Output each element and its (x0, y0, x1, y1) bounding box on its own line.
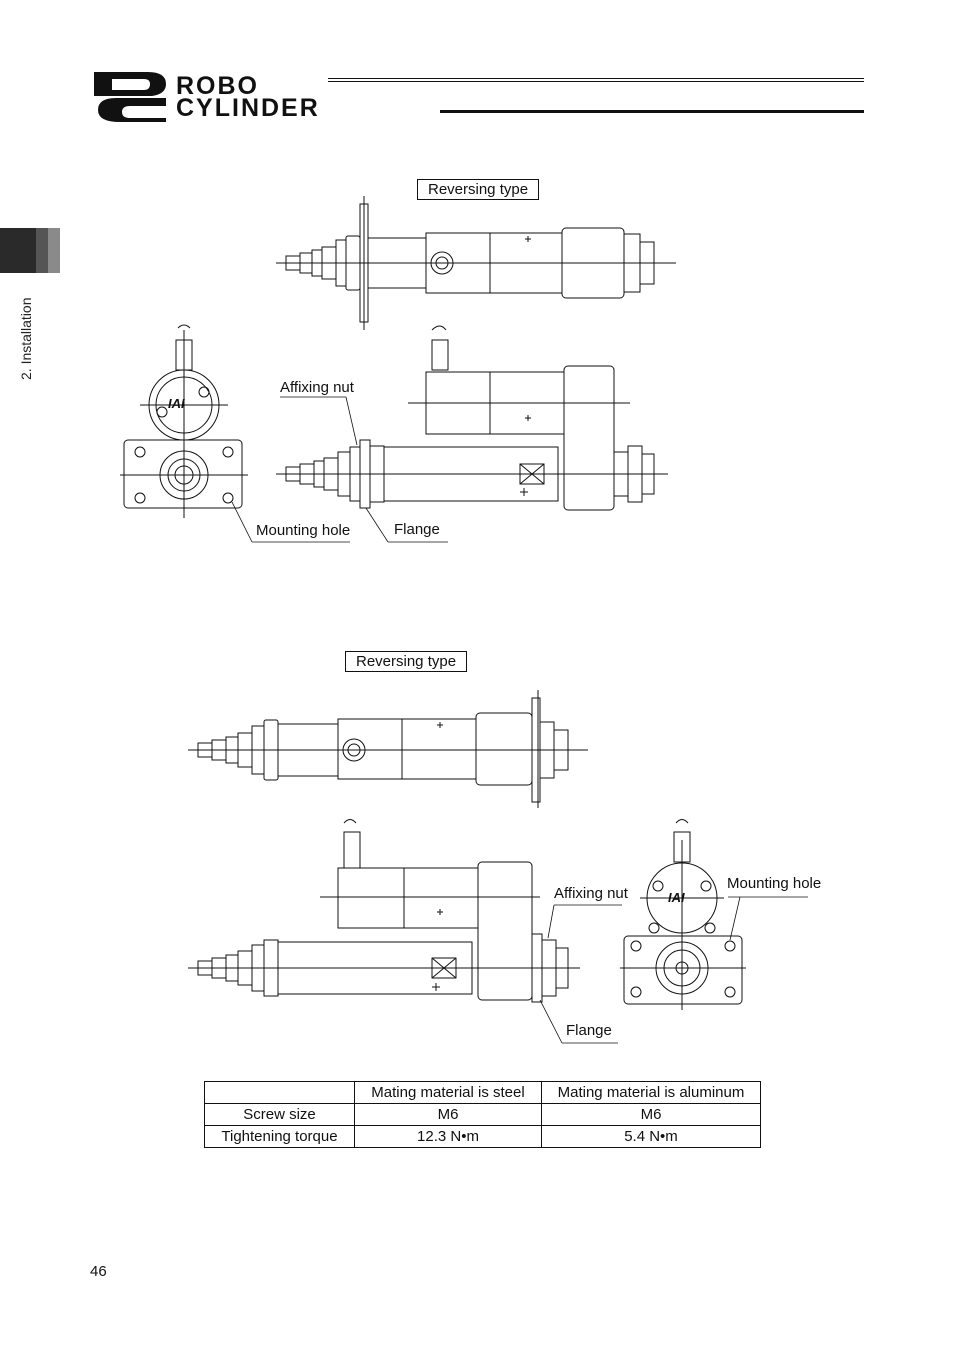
top-actuator-top-view (276, 196, 676, 330)
top-leader-lines (231, 396, 448, 543)
logo-text-cylinder: CYLINDER (176, 94, 320, 122)
table-header-cell (204, 1081, 355, 1104)
tightening-torque-table: Mating material is steel Mating material… (204, 1081, 761, 1148)
top-end-view (120, 324, 248, 518)
bottom-flange-label: Flange (566, 1022, 612, 1039)
bottom-reversing-type-label: Reversing type (345, 651, 468, 672)
bottom-mounting-hole-label: Mounting hole (727, 875, 822, 892)
logo-text-robo: ROBO (176, 72, 259, 100)
table-cell: 12.3 N•m (354, 1125, 542, 1148)
bottom-actuator-top-view (188, 690, 588, 808)
table-cell: M6 (541, 1103, 761, 1126)
table-cell: Screw size (204, 1103, 355, 1126)
bottom-actuator-side-view (188, 819, 580, 1003)
bottom-leader-lines (539, 896, 808, 1044)
table-cell: M6 (354, 1103, 542, 1126)
top-reversing-type-label: Reversing type (417, 179, 540, 200)
table-cell: 5.4 N•m (541, 1125, 761, 1148)
top-actuator-side-view (276, 325, 668, 511)
header-rule-thin-2 (328, 81, 864, 82)
bottom-end-view (620, 819, 746, 1010)
chapter-tab (0, 228, 60, 273)
top-affixing-nut-label: Affixing nut (280, 379, 354, 396)
table-header-cell: Mating material is steel (354, 1081, 542, 1104)
top-mounting-hole-label: Mounting hole (256, 522, 351, 539)
top-flange-label: Flange (394, 521, 440, 538)
header-rule-thin (328, 78, 864, 79)
table-row: Screw size M6 M6 (204, 1103, 761, 1126)
header-rule-thick (440, 110, 864, 113)
rc-logo-mark (94, 72, 166, 122)
top-iai-brand-mark: IAI (168, 396, 185, 411)
table-header-cell: Mating material is aluminum (541, 1081, 761, 1104)
bottom-affixing-nut-label: Affixing nut (554, 885, 628, 902)
page-number: 46 (90, 1263, 107, 1280)
table-row: Tightening torque 12.3 N•m 5.4 N•m (204, 1125, 761, 1148)
table-cell: Tightening torque (204, 1125, 355, 1148)
bottom-iai-brand-mark: IAI (668, 890, 685, 905)
table-header-row: Mating material is steel Mating material… (204, 1081, 761, 1104)
